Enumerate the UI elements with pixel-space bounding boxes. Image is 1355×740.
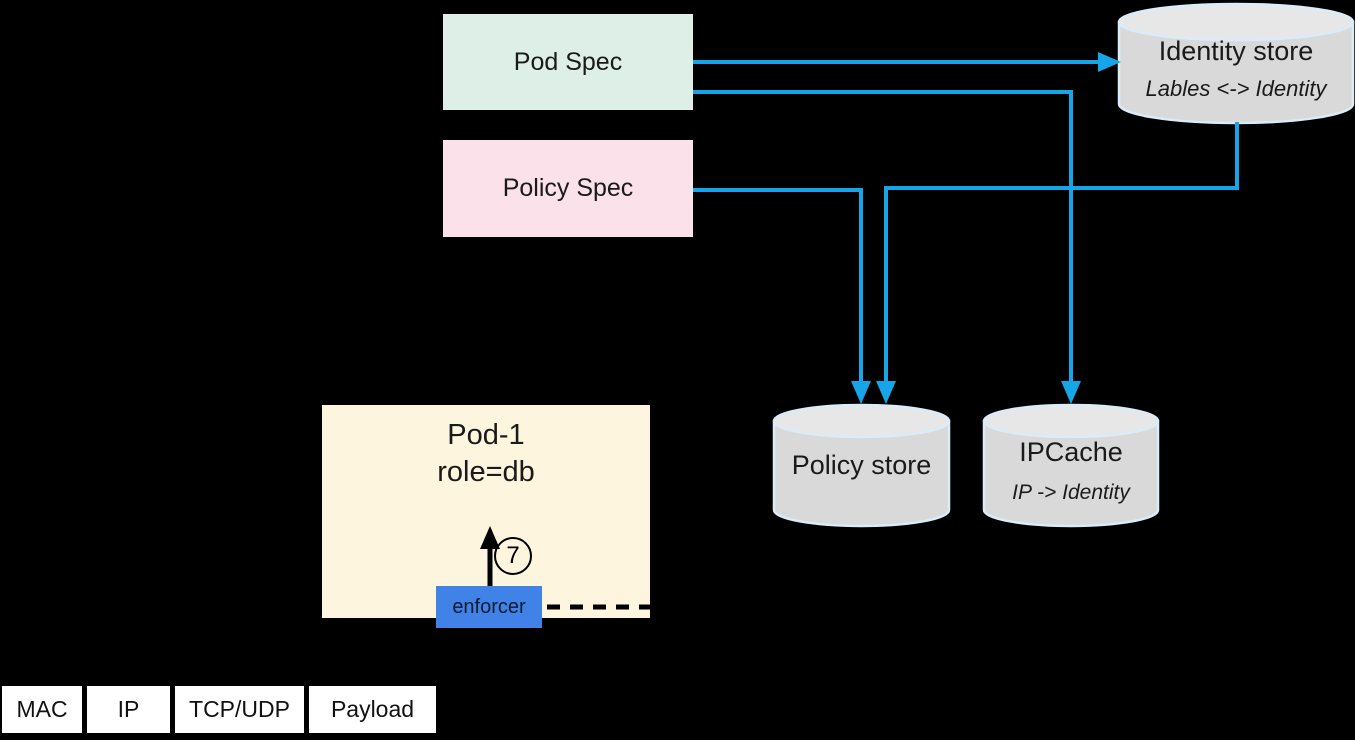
arrow-policyspec-to-policystore-line — [693, 188, 863, 381]
pod-spec-label: Pod Spec — [513, 47, 623, 76]
ipcache-cylinder — [982, 403, 1160, 528]
arrow-policyspec-to-policystore — [693, 188, 871, 404]
arrow-policyspec-to-policystore-head — [851, 381, 871, 404]
arrow-identitystore-to-policystore-head — [876, 381, 896, 404]
packet-field-ip: IP — [87, 686, 170, 733]
arrow-podspec-to-ipcache-line — [693, 90, 1073, 381]
enforcer-up-arrow-head — [480, 526, 500, 549]
identity-store-cylinder — [1117, 2, 1355, 125]
arrow-podspec-to-identitystore-head — [1098, 52, 1121, 72]
pod1-name: Pod-1 — [447, 419, 525, 451]
policy-spec-label: Policy Spec — [502, 174, 634, 202]
policy-store-cylinder — [772, 403, 951, 528]
pod-spec-box: Pod Spec — [443, 14, 693, 110]
arrow-identitystore-to-policystore-line — [884, 122, 1239, 381]
policy-store-cylinder-top — [772, 403, 951, 439]
ipcache-cylinder-body — [982, 419, 1160, 528]
ipcache-cylinder-top — [982, 403, 1160, 439]
enforcer-up-arrow — [480, 526, 500, 587]
pod1-role-selector: role=db — [437, 456, 535, 488]
packet-field-tcpudp: TCP/UDP — [175, 686, 304, 733]
ipcache-mapping: IP -> Identity — [1012, 481, 1130, 504]
packet-field-mac: MAC — [2, 686, 82, 733]
identity-store-title: Identity store — [1158, 36, 1314, 66]
arrow-podspec-to-ipcache-head — [1061, 381, 1081, 404]
policy-spec-box: Policy Spec — [443, 140, 693, 237]
arrow-podspec-to-identitystore — [693, 52, 1121, 72]
identity-store-cylinder-top — [1117, 2, 1355, 42]
enforcer-label: enforcer — [452, 595, 526, 618]
identity-store-mapping: Lables <-> Identity — [1145, 76, 1327, 101]
step-7-value: 7 — [506, 542, 520, 569]
identity-store-cylinder-body — [1117, 20, 1355, 125]
enforcer-box: enforcer — [436, 586, 542, 628]
step-7-badge: 7 — [494, 537, 532, 575]
packet-field-payload: Payload — [309, 686, 436, 733]
packet-fields-row: MAC IP TCP/UDP Payload — [2, 686, 436, 733]
policy-store-title: Policy store — [791, 450, 932, 480]
pod1-box: Pod-1 role=db — [322, 405, 650, 618]
arrow-identitystore-to-policystore — [876, 122, 1239, 404]
arrow-podspec-to-ipcache — [693, 90, 1081, 404]
policy-store-cylinder-body — [772, 419, 951, 528]
ipcache-title: IPCache — [1019, 437, 1123, 467]
